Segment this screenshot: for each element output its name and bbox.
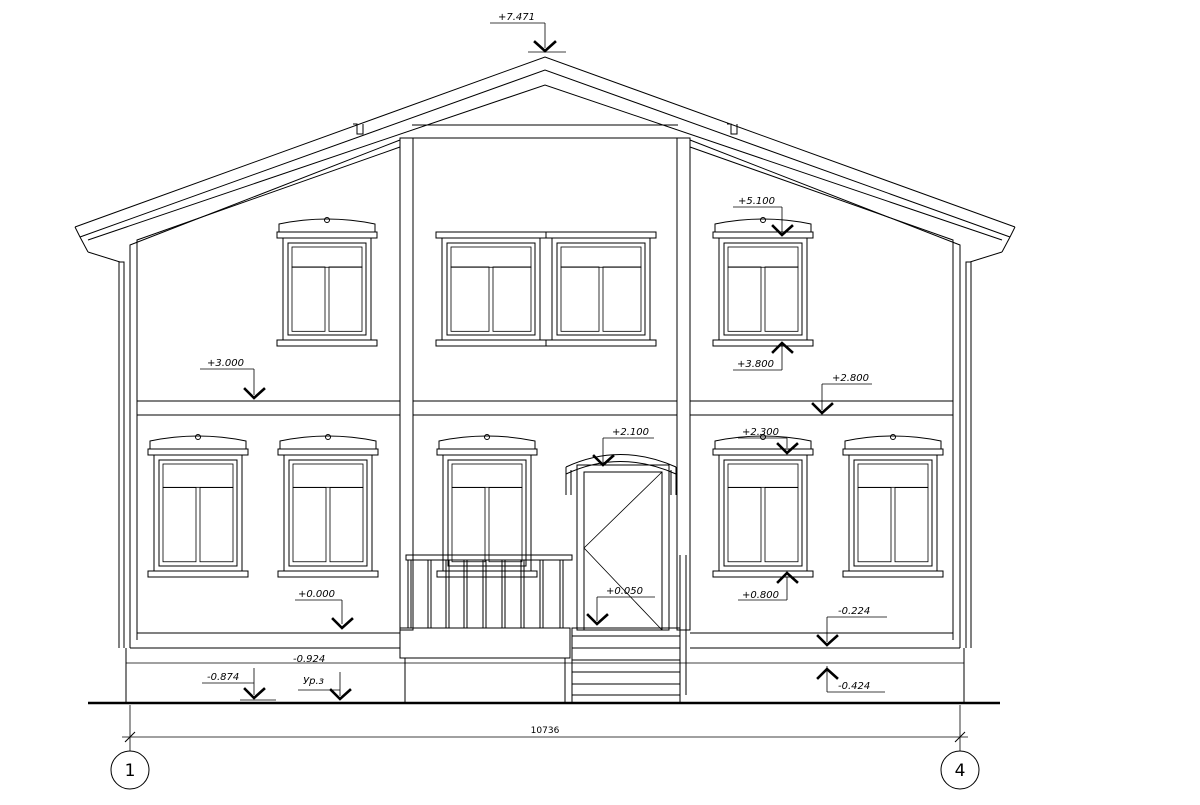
overall-dimension: 10736 — [122, 705, 968, 745]
elevation-mark-ground-level: Ур.з — [298, 672, 352, 701]
window-lower-2 — [277, 434, 379, 578]
window-lower-5 — [842, 434, 944, 578]
window-upper-left — [276, 217, 378, 347]
elevation-label-ground-floor: +0.000 — [298, 589, 335, 600]
elevation-mark-floor-two-left: +3.000 — [200, 358, 266, 400]
elevation-label-upper-window-sill: +3.800 — [737, 359, 774, 370]
windows — [147, 217, 944, 578]
window-upper-center-left — [435, 231, 547, 347]
elevation-label-floor-two-left: +3.000 — [207, 358, 244, 369]
railing-post — [407, 559, 412, 629]
overall-width-label: 10736 — [531, 726, 560, 736]
elevation-label-lower-window-sill: +0.800 — [742, 590, 779, 601]
elevation-mark-porch-landing: +0.050 — [586, 586, 655, 626]
elevation-label-plinth-right: -0.224 — [838, 606, 870, 617]
elevation-label-plinth-left: -0.924 — [293, 654, 325, 665]
roof — [74, 56, 1016, 648]
axis-marker-left: 1 — [110, 745, 150, 790]
window-upper-right — [712, 217, 814, 347]
elevation-label-door-top: +2.100 — [612, 427, 649, 438]
elevation-mark-ground-right: -0.424 — [816, 666, 885, 693]
walls — [88, 137, 1000, 705]
railing-post — [539, 559, 544, 629]
railing-post — [463, 559, 468, 629]
elevation-mark-ground-floor: +0.000 — [295, 589, 354, 630]
axis-label-left: 1 — [125, 761, 136, 781]
elevation-mark-floor-two-right: +2.800 — [811, 373, 872, 415]
railing-post — [445, 559, 450, 629]
elevation-label-upper-window-top: +5.100 — [738, 196, 775, 207]
railing-post — [501, 559, 506, 629]
window-lower-1 — [147, 434, 249, 578]
axis-marker-right: 4 — [940, 745, 980, 790]
elevation-mark-plinth-left: -0.924 — [293, 654, 325, 665]
elevation-mark-lower-window-top: +2.300 — [738, 427, 799, 455]
entrance-porch — [399, 454, 687, 703]
elevation-label-lower-window-top: +2.300 — [742, 427, 779, 438]
elevation-mark-upper-window-top: +5.100 — [733, 196, 794, 237]
window-upper-center-right — [545, 231, 657, 347]
elevation-mark-ground-left: -0.874 — [202, 668, 276, 701]
elevation-mark-upper-window-sill: +3.800 — [733, 341, 794, 371]
railing-post — [520, 559, 525, 629]
elevation-label-ground-right: -0.424 — [838, 681, 870, 692]
elevation-label-floor-two-right: +2.800 — [832, 373, 869, 384]
elevation-label-porch-landing: +0.050 — [606, 586, 643, 597]
elevation-label-ridge: +7.471 — [498, 12, 535, 23]
window-lower-4 — [712, 434, 814, 578]
elevation-mark-ridge: +7.471 — [490, 12, 566, 53]
elevation-mark-door-top: +2.100 — [592, 427, 654, 467]
railing-post — [427, 559, 432, 629]
elevation-mark-plinth-right: -0.224 — [816, 606, 887, 647]
railing-post — [482, 559, 487, 629]
railing-post — [559, 559, 564, 629]
porch-railing — [407, 559, 564, 629]
window-lower-3 — [436, 434, 538, 578]
axis-label-right: 4 — [955, 761, 966, 781]
elevation-mark-lower-window-sill: +0.800 — [738, 571, 799, 601]
elevation-label-ground-level: Ур.з — [303, 676, 324, 687]
elevation-label-ground-left: -0.874 — [207, 672, 239, 683]
